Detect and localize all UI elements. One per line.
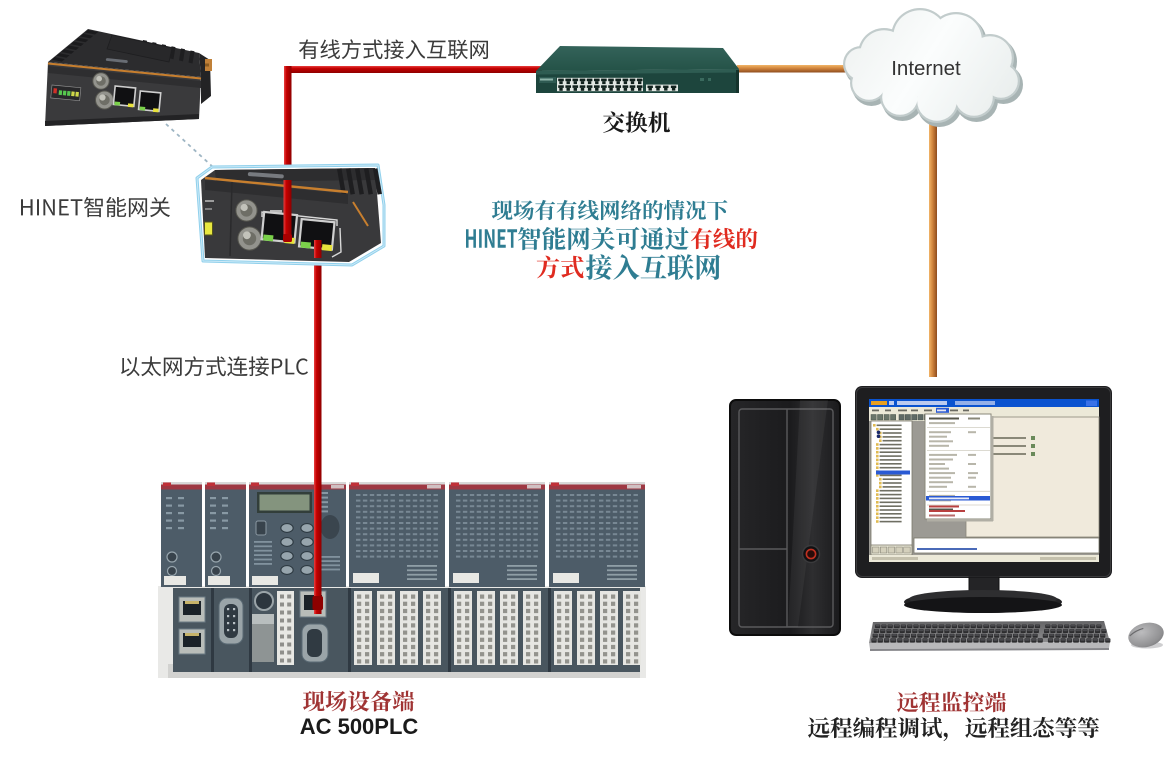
- svg-text:Internet: Internet: [891, 57, 961, 80]
- svg-text:AC 500PLC: AC 500PLC: [300, 714, 419, 739]
